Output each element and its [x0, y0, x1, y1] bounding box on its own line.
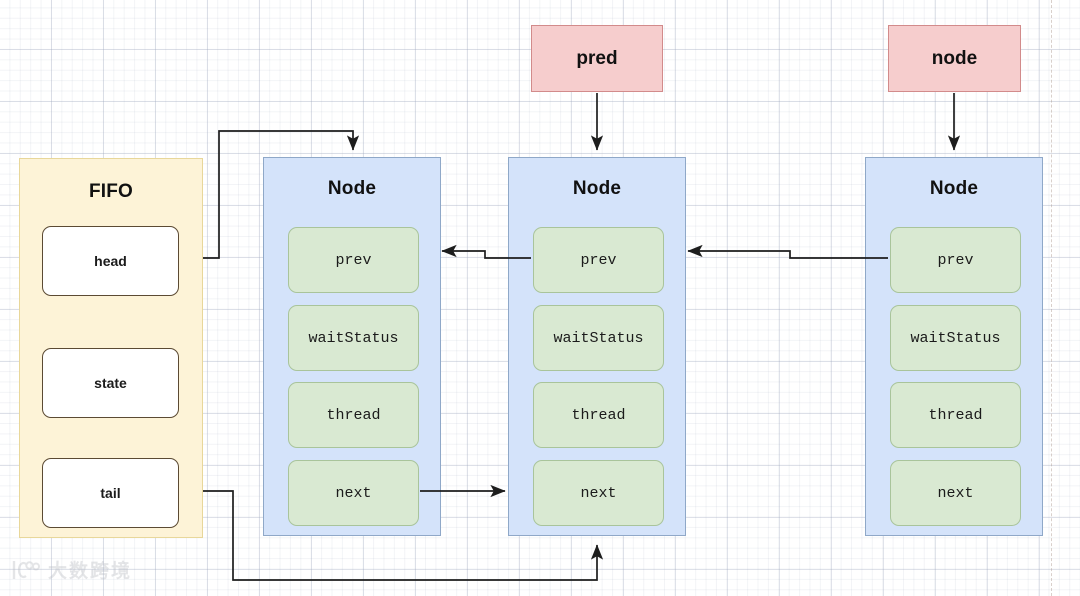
- node1-field-waitstatus[interactable]: waitStatus: [288, 305, 419, 371]
- watermark-logo-icon: [12, 560, 40, 579]
- fifo-field-state[interactable]: state: [42, 348, 179, 418]
- node2-field-waitstatus[interactable]: waitStatus: [533, 305, 664, 371]
- node3-field-next[interactable]: next: [890, 460, 1021, 526]
- node-container-2[interactable]: Node prev waitStatus thread next: [508, 157, 686, 536]
- node-container-3[interactable]: Node prev waitStatus thread next: [865, 157, 1043, 536]
- watermark-text: 大数跨境: [48, 561, 133, 582]
- fifo-field-tail[interactable]: tail: [42, 458, 179, 528]
- fifo-title: FIFO: [88, 181, 134, 202]
- tag-pred[interactable]: pred: [531, 25, 663, 92]
- node-title-1: Node: [327, 178, 377, 199]
- node3-field-thread[interactable]: thread: [890, 382, 1021, 448]
- node3-field-waitstatus[interactable]: waitStatus: [890, 305, 1021, 371]
- page-divider: [1051, 0, 1052, 596]
- node2-field-prev[interactable]: prev: [533, 227, 664, 293]
- connector-node3prev-to-node2: [687, 244, 888, 259]
- node1-field-next[interactable]: next: [288, 460, 419, 526]
- watermark: 大数跨境: [10, 556, 132, 583]
- node2-field-thread[interactable]: thread: [533, 382, 664, 448]
- fifo-container[interactable]: FIFO head state tail: [19, 158, 203, 538]
- node-title-3: Node: [929, 178, 979, 199]
- node-title-2: Node: [572, 178, 622, 199]
- node1-field-prev[interactable]: prev: [288, 227, 419, 293]
- tag-node[interactable]: node: [888, 25, 1021, 92]
- node3-field-prev[interactable]: prev: [890, 227, 1021, 293]
- node2-field-next[interactable]: next: [533, 460, 664, 526]
- node1-field-thread[interactable]: thread: [288, 382, 419, 448]
- fifo-field-head[interactable]: head: [42, 226, 179, 296]
- node-container-1[interactable]: Node prev waitStatus thread next: [263, 157, 441, 536]
